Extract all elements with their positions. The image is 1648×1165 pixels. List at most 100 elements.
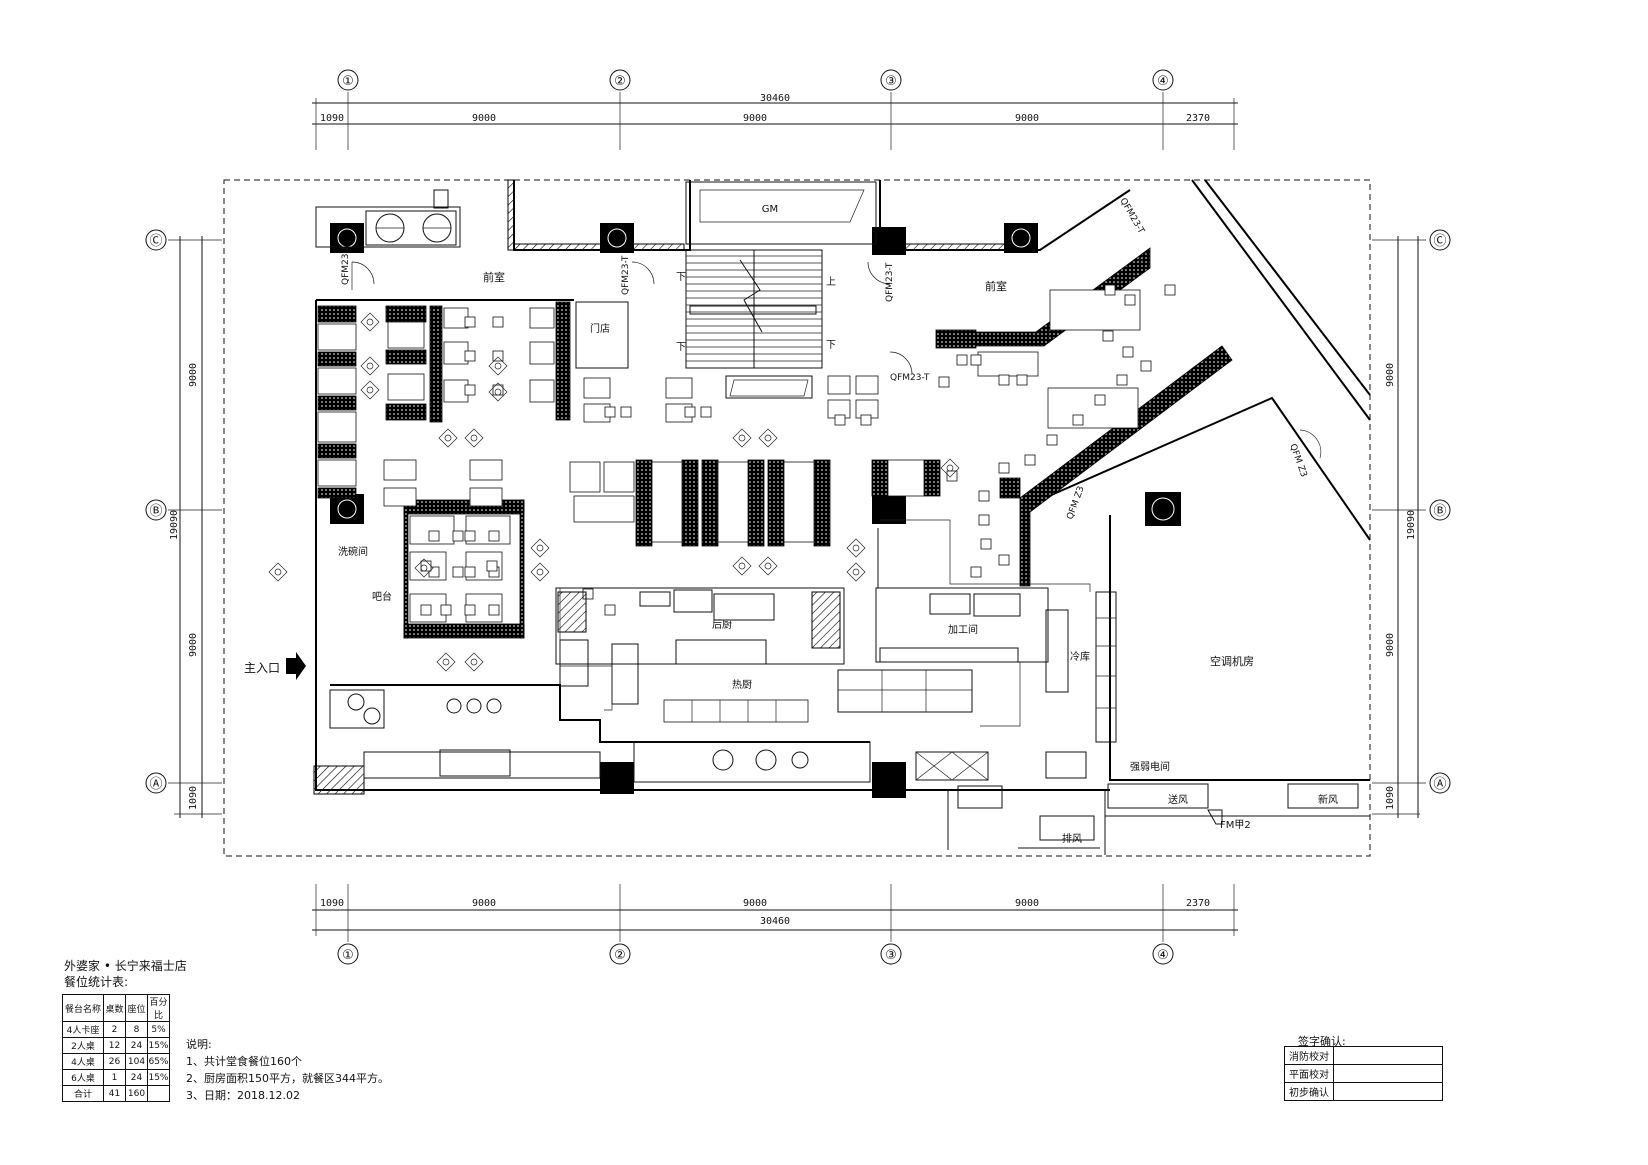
table-row: 4人桌 26 104 65% <box>62 1053 170 1070</box>
bottom-total-dim: 30460 <box>760 916 790 927</box>
chair <box>464 384 476 396</box>
chair <box>488 604 500 616</box>
grid-bubble-4-bottom: ④ <box>1157 948 1169 963</box>
front-room-left: 前室 <box>483 270 505 284</box>
store-label: 门店 <box>590 322 610 335</box>
top-dim-5: 2370 <box>1186 113 1210 124</box>
chair <box>464 316 476 328</box>
prep-label: 加工间 <box>948 623 978 636</box>
chair <box>998 462 1010 474</box>
dining-tables <box>383 289 1141 623</box>
note-item-2: 2、厨房面积150平方，就餐区344平方。 <box>186 1072 389 1085</box>
left-dim-1: 9000 <box>188 363 199 387</box>
outlet-symbol <box>464 428 484 448</box>
chair <box>452 566 464 578</box>
chair <box>604 604 616 616</box>
table-row: 消防校对 <box>1284 1046 1443 1065</box>
notes-block: 说明: 1、共计堂食餐位160个 2、厨房面积150平方，就餐区344平方。 3… <box>186 1036 389 1104</box>
outlet-symbol-dot <box>536 568 544 576</box>
seat-statistics-table: 餐台名称 桌数 座位 百分比 4人卡座 2 8 5% 2人桌 12 24 15%… <box>62 994 170 1102</box>
dining-table <box>573 495 635 523</box>
outlet-symbol <box>758 428 778 448</box>
outlet-symbol-dot <box>852 568 860 576</box>
signoff-field[interactable] <box>1333 1082 1443 1101</box>
project-title: 外婆家 • 长宁来福士店 <box>64 959 187 973</box>
grid-bubble-a-right: Ⓐ <box>1433 777 1446 792</box>
stats-header: 外婆家 • 长宁来福士店 餐位统计表: <box>64 958 187 990</box>
outlet-symbol-dot <box>444 434 452 442</box>
stair-down-2: 下 <box>676 342 686 353</box>
chair <box>684 406 696 418</box>
grid-bubble-b-right: Ⓑ <box>1433 504 1446 519</box>
bottom-dimension-chain: 1090 9000 9000 9000 2370 30460 ① ② ③ ④ <box>312 884 1238 965</box>
chair <box>1094 394 1106 406</box>
table-cell: 24 <box>125 1069 148 1086</box>
outlet-symbol <box>438 428 458 448</box>
chair <box>464 350 476 362</box>
bottom-dim-2: 9000 <box>472 898 496 909</box>
outlet-symbol <box>846 562 866 582</box>
dining-table <box>887 459 925 497</box>
left-dimension-chain: 9000 19090 9000 1090 Ⓒ Ⓑ Ⓐ <box>145 229 222 818</box>
notes-label: 说明: <box>186 1038 212 1051</box>
chair <box>978 514 990 526</box>
door-code-label: FM甲2 <box>1220 820 1251 831</box>
chair <box>440 604 452 616</box>
bottom-dim-3: 9000 <box>743 898 767 909</box>
grid-bubble-c-left: Ⓒ <box>149 234 162 249</box>
signoff-table: 消防校对 平面校对 初步确认 <box>1284 1046 1443 1101</box>
chair <box>428 530 440 542</box>
grid-bubble-3-top: ③ <box>885 74 897 89</box>
top-dim-1: 1090 <box>320 113 344 124</box>
chair <box>620 406 632 418</box>
outlet-symbol <box>530 538 550 558</box>
exhaust-label: 排风 <box>1062 832 1082 845</box>
dining-table <box>529 307 555 329</box>
dining-table <box>529 379 555 403</box>
stairwell: GM 下 上 下 下 <box>676 181 877 399</box>
chair <box>1102 330 1114 342</box>
fan-label: 新风 <box>1318 793 1338 806</box>
chair <box>998 374 1010 386</box>
dining-table <box>977 351 1039 377</box>
dining-table <box>651 461 683 543</box>
dining-table <box>783 461 815 543</box>
fire-door-5: QFM Z3 <box>1287 443 1308 479</box>
right-total: 19090 <box>1406 510 1417 540</box>
signoff-field[interactable] <box>1333 1046 1443 1065</box>
table-header: 桌数 <box>103 994 126 1022</box>
stair-down-3: 下 <box>826 340 836 351</box>
signoff-field[interactable] <box>1333 1064 1443 1083</box>
outlet-symbol <box>360 312 380 332</box>
mechanical-unit <box>315 189 461 248</box>
chair <box>970 566 982 578</box>
table-row: 餐台名称 桌数 座位 百分比 <box>62 994 170 1022</box>
outlet-symbol-dot <box>366 318 374 326</box>
table-cell: 15% <box>147 1037 170 1054</box>
bottom-dim-1: 1090 <box>320 898 344 909</box>
chair <box>1016 374 1028 386</box>
chair <box>1140 360 1152 372</box>
table-cell: 2人桌 <box>62 1037 104 1054</box>
chair <box>492 350 504 362</box>
table-header: 百分比 <box>147 994 170 1022</box>
outlet-symbol <box>464 652 484 672</box>
dining-table <box>383 459 417 481</box>
dining-table <box>717 461 749 543</box>
table-cell: 41 <box>103 1085 126 1102</box>
outlet-symbol <box>940 458 960 478</box>
grid-bubble-1-bottom: ① <box>342 948 354 963</box>
outlet-symbol <box>436 652 456 672</box>
bottom-dim-5: 2370 <box>1186 898 1210 909</box>
chair <box>1164 284 1176 296</box>
outlet-symbol <box>360 380 380 400</box>
dining-table <box>603 461 635 493</box>
outlet-symbol-dot <box>470 658 478 666</box>
fire-door-7: QFM23-T <box>1117 197 1146 237</box>
table-cell: 104 <box>125 1053 148 1070</box>
chair <box>834 414 846 426</box>
top-dim-4: 9000 <box>1015 113 1039 124</box>
right-dim-2: 9000 <box>1385 633 1396 657</box>
table-row: 2人桌 12 24 15% <box>62 1037 170 1054</box>
